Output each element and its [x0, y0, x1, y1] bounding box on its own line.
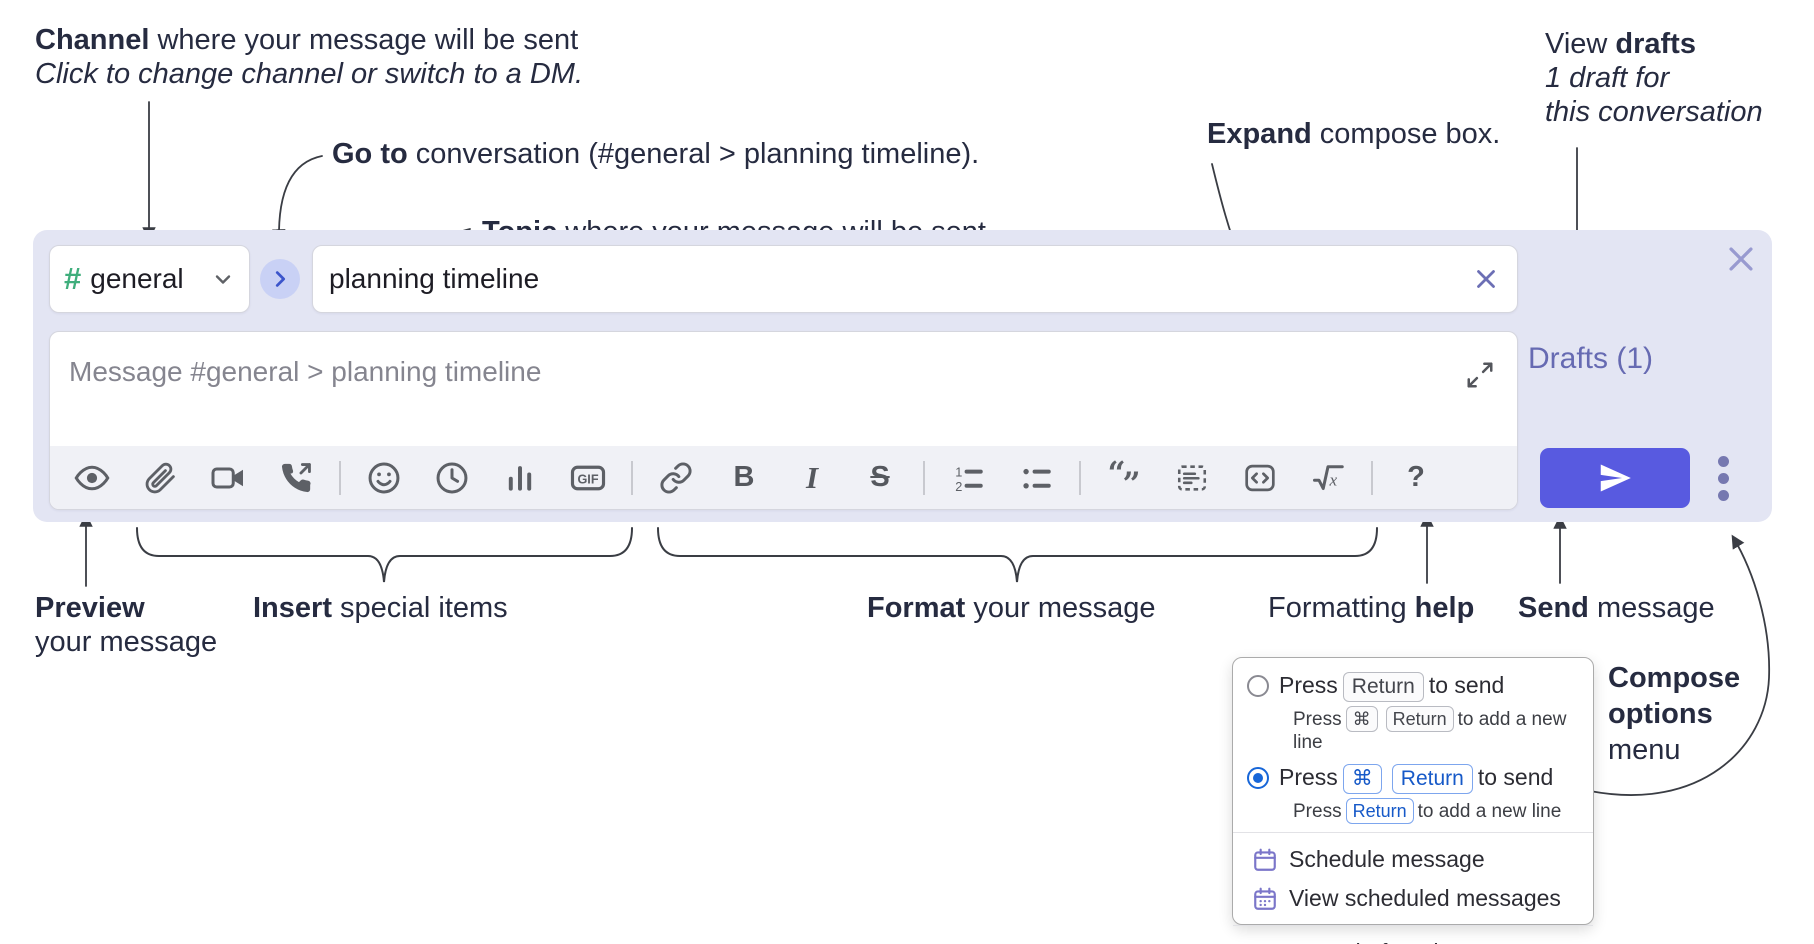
return-key: Return	[1391, 764, 1473, 794]
link-icon[interactable]	[648, 452, 704, 504]
goto-conversation-button[interactable]	[260, 259, 300, 299]
toolbar-divider	[631, 460, 633, 495]
close-icon[interactable]	[1724, 242, 1758, 276]
goto-annotation: Go to conversation (#general > planning …	[332, 138, 980, 170]
compose-options-annotation: Compose	[1608, 662, 1741, 694]
compose-options-annotation-line3: menu	[1608, 734, 1681, 766]
toolbar-divider	[1371, 460, 1373, 495]
topic-value: planning timeline	[329, 263, 540, 294]
menu-item-view-scheduled[interactable]: View scheduled messages	[1233, 879, 1593, 918]
channel-annotation-sub: Click to change channel or switch to a D…	[35, 58, 584, 90]
compose-options-button[interactable]	[1708, 452, 1738, 504]
clear-topic-icon[interactable]	[1471, 264, 1501, 294]
send-button[interactable]	[1540, 448, 1690, 508]
channel-selector[interactable]: # general	[49, 245, 250, 313]
expand-compose-icon[interactable]	[1465, 360, 1495, 390]
format-annotation: Format your message	[867, 592, 1156, 624]
blockquote-icon[interactable]: “”	[1096, 452, 1152, 504]
preview-annotation-line2: your message	[35, 626, 218, 658]
menu-divider	[1233, 925, 1593, 926]
bullet-list-icon[interactable]	[1008, 452, 1064, 504]
preview-annotation: Preview	[35, 592, 145, 624]
topic-input[interactable]: planning timeline	[312, 245, 1518, 313]
italic-icon[interactable]: I	[805, 459, 819, 495]
view-drafts-annotation-line3: this conversation	[1545, 96, 1763, 128]
goto-arrow	[272, 155, 323, 243]
svg-text:x: x	[1329, 470, 1338, 489]
message-compose-area[interactable]: Message #general > planning timeline GIF…	[49, 331, 1518, 510]
compose-options-annotation-line2: options	[1608, 698, 1713, 730]
expand-annotation: Expand compose box.	[1207, 118, 1501, 150]
svg-text:2: 2	[955, 478, 962, 493]
channel-annotation: Channel where your message will be sent	[35, 24, 579, 56]
gif-icon[interactable]: GIF	[560, 452, 616, 504]
audio-call-icon[interactable]	[268, 452, 324, 504]
view-drafts-annotation-line2: 1 draft for	[1545, 62, 1670, 94]
send-annotation: Send message	[1518, 592, 1715, 624]
menu-item-save-draft[interactable]: Save draft and start a new message	[1233, 933, 1593, 944]
cmd-key: ⌘	[1342, 764, 1382, 794]
insert-brace	[136, 527, 633, 583]
svg-text:GIF: GIF	[577, 472, 598, 486]
menu-item-schedule-message[interactable]: Schedule message	[1233, 840, 1593, 879]
format-brace	[657, 527, 1378, 583]
calendar-icon	[1254, 848, 1276, 871]
drafts-link[interactable]: Drafts (1)	[1528, 342, 1654, 375]
return-key: Return	[1342, 672, 1424, 702]
formatting-help-annotation: Formatting help	[1268, 592, 1475, 624]
attach-paperclip-icon[interactable]	[132, 452, 188, 504]
video-icon[interactable]	[200, 452, 256, 504]
radio-unselected[interactable]	[1247, 675, 1269, 697]
chevron-down-icon	[215, 275, 231, 284]
formula-icon[interactable]: x	[1300, 452, 1356, 504]
poll-bar-chart-icon[interactable]	[492, 452, 548, 504]
calendar-list-icon	[1254, 887, 1276, 910]
compose-panel: # general planning timeline Message #gen…	[33, 230, 1772, 522]
return-key: Return	[1345, 798, 1414, 824]
svg-text:”: ”	[1123, 465, 1141, 496]
inline-code-icon[interactable]	[1232, 452, 1288, 504]
channel-name: general	[90, 263, 184, 294]
emoji-icon[interactable]	[356, 452, 412, 504]
bold-icon[interactable]: B	[733, 461, 755, 493]
schedule-clock-icon[interactable]	[424, 452, 480, 504]
toolbar-divider	[1079, 460, 1081, 495]
return-key: Return	[1385, 706, 1454, 732]
preview-eye-icon[interactable]	[64, 452, 120, 504]
strikethrough-icon[interactable]: S	[870, 461, 890, 493]
send-icon	[1600, 464, 1631, 492]
formatting-help-icon[interactable]: ?	[1407, 461, 1425, 493]
insert-annotation: Insert special items	[253, 592, 508, 624]
toolbar-divider	[339, 460, 341, 495]
svg-text:“: “	[1108, 460, 1126, 492]
svg-text:1: 1	[955, 464, 962, 479]
channel-hash-icon: #	[64, 261, 82, 296]
toolbar-divider	[923, 460, 925, 495]
radio-selected[interactable]	[1247, 767, 1269, 789]
chevron-right-icon	[275, 271, 286, 287]
message-placeholder: Message #general > planning timeline	[69, 356, 542, 387]
cmd-key: ⌘	[1345, 706, 1378, 732]
view-drafts-annotation: View drafts	[1545, 28, 1696, 60]
code-block-icon[interactable]	[1164, 452, 1220, 504]
menu-divider	[1233, 832, 1593, 833]
